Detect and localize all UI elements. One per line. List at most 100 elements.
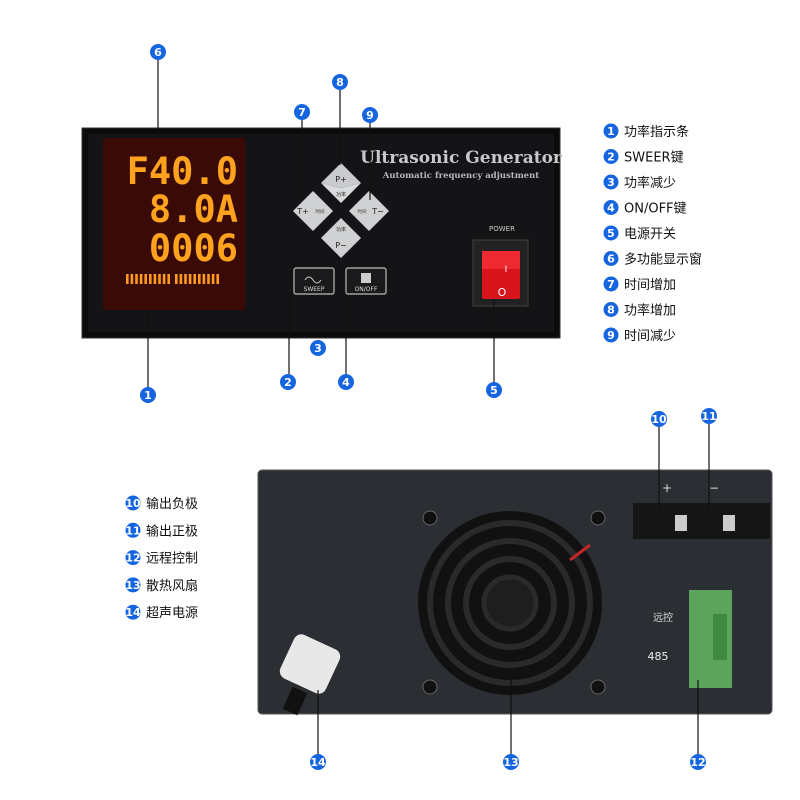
legend-label: 输出负极 — [146, 496, 198, 512]
legend-label: 功率增加 — [624, 303, 676, 319]
badge-number: 9 — [366, 109, 374, 122]
legend-label: ON/OFF键 — [624, 202, 687, 217]
rear-panel: + − 远控 485 — [257, 469, 773, 716]
p-plus-cn-label: 功率 — [336, 191, 346, 198]
callout-badge-10: 10 — [651, 411, 667, 427]
power-cable — [279, 634, 341, 716]
indicator-segment — [198, 274, 201, 284]
badge-number: 10 — [651, 413, 667, 426]
legend-item: 11 输出正极 — [125, 522, 198, 539]
front-panel: F40.0 8.0A 0006 Ultrasonic Generator Aut… — [81, 127, 563, 339]
indicator-segment — [202, 274, 206, 284]
p-plus-label: P+ — [335, 175, 347, 184]
callout-badge-12: 12 — [690, 754, 706, 770]
sweep-label: SWEEP — [304, 286, 325, 293]
callout-badge-2: 2 — [280, 374, 296, 390]
terminal-screw — [675, 515, 687, 531]
indicator-segment — [144, 274, 147, 284]
product-title: Ultrasonic Generator — [360, 148, 563, 168]
callout-badge-7: 7 — [294, 104, 310, 120]
display-line-frequency: F40.0 — [127, 150, 238, 193]
legend-number: 14 — [125, 606, 141, 619]
legend-number: 4 — [607, 202, 615, 215]
leader-lines — [147, 60, 710, 754]
switch-off-mark: O — [498, 286, 507, 299]
indicator-segment — [149, 274, 152, 284]
t-minus-cn-label: 时间 — [358, 208, 367, 215]
p-minus-button[interactable]: 功率 P− — [321, 218, 361, 258]
p-plus-button[interactable]: P+ 功率 — [321, 163, 361, 203]
legend-item: 9 时间减少 — [603, 327, 676, 344]
legend-label: 时间减少 — [624, 329, 676, 344]
badge-number: 5 — [490, 384, 498, 397]
legend-number: 10 — [125, 497, 141, 510]
badge-number: 6 — [154, 46, 162, 59]
power-switch[interactable]: I O — [472, 239, 529, 307]
legend-number: 8 — [607, 304, 615, 317]
indicator-segment — [167, 274, 170, 284]
indicator-segment — [175, 274, 178, 284]
legend-number: 5 — [607, 227, 615, 240]
indicator-segment — [139, 274, 143, 284]
t-plus-label: T+ — [296, 207, 309, 216]
output-terminal-block — [633, 503, 770, 539]
legend-label: 输出正极 — [146, 523, 198, 539]
legend-item: 14 超声电源 — [125, 604, 198, 621]
onoff-button[interactable]: ON/OFF — [345, 267, 387, 295]
t-minus-button[interactable]: 时间 T− — [349, 191, 389, 231]
t-plus-cn-label: 时间 — [316, 208, 325, 215]
callout-badge-3: 3 — [310, 340, 326, 356]
badge-number: 3 — [314, 342, 322, 355]
indicator-segment — [153, 274, 157, 284]
p-minus-cn-label: 功率 — [336, 226, 346, 233]
switch-on-mark: I — [505, 265, 508, 275]
indicator-segment — [193, 274, 196, 284]
indicator-segment — [162, 274, 166, 284]
indicator-segment — [158, 274, 161, 284]
legend-label: 多功能显示窗 — [624, 252, 702, 268]
badge-number: 14 — [310, 756, 326, 769]
legend-label: 远程控制 — [146, 552, 198, 567]
badge-number: 2 — [284, 376, 292, 389]
display-line-current: 8.0A — [149, 188, 238, 231]
badge-number: 13 — [503, 756, 518, 769]
stop-square-icon — [361, 273, 371, 283]
legend-number: 7 — [607, 278, 615, 291]
remote-label: 远控 — [653, 611, 673, 624]
badge-number: 7 — [298, 106, 306, 119]
callout-badge-4: 4 — [338, 374, 354, 390]
legend-label: 超声电源 — [146, 606, 198, 621]
badge-number: 8 — [336, 76, 344, 89]
badge-number: 12 — [690, 756, 705, 769]
port-485-label: 485 — [648, 650, 669, 663]
cooling-fan — [418, 511, 602, 695]
sweep-button[interactable]: SWEEP — [293, 267, 335, 295]
legend-label: SWEER键 — [624, 151, 684, 166]
badge-number: 4 — [342, 376, 350, 389]
p-minus-label: P− — [335, 241, 347, 250]
legend-number: 1 — [607, 125, 615, 138]
display-line-time: 0006 — [149, 227, 238, 270]
callout-badge-13: 13 — [503, 754, 519, 770]
power-label: POWER — [489, 225, 515, 233]
legend-number: 11 — [125, 524, 140, 537]
legend-label: 散热风扇 — [146, 578, 198, 594]
legend-number: 9 — [607, 329, 615, 342]
t-plus-button[interactable]: T+ 时间 — [293, 191, 333, 231]
remote-control-connector — [689, 590, 732, 688]
indicator-segment — [184, 274, 187, 284]
legend-number: 13 — [125, 579, 140, 592]
minus-terminal-label: − — [709, 481, 719, 495]
onoff-label: ON/OFF — [355, 286, 378, 293]
callout-badge-14: 14 — [310, 754, 326, 770]
badge-number: 11 — [701, 410, 716, 423]
indicator-segment — [188, 274, 192, 284]
